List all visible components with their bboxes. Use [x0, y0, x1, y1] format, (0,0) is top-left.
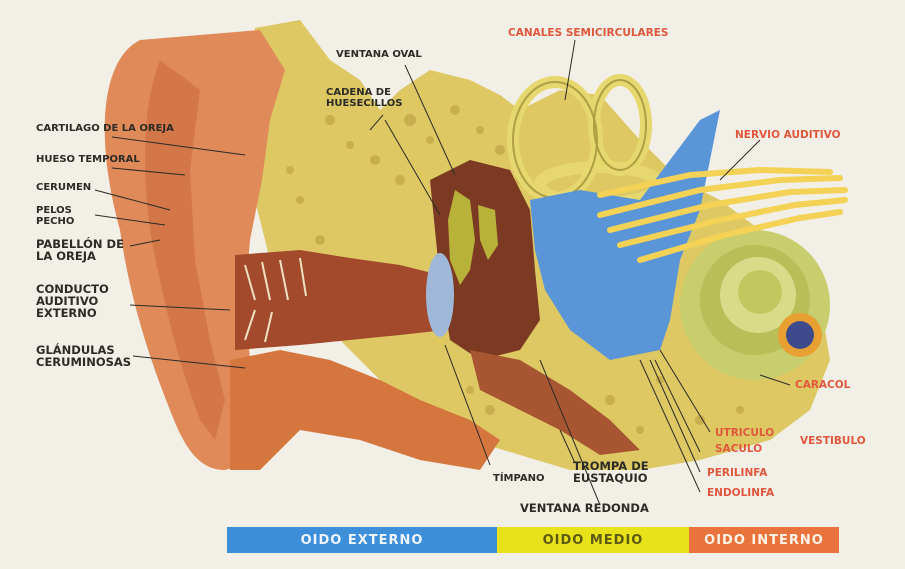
label-cartilago: CARTILAGO DE LA OREJA — [36, 124, 174, 135]
label-timpano: TÍMPANO — [493, 474, 545, 485]
label-pelos: PELOS PECHO — [36, 206, 96, 227]
eardrum — [426, 253, 454, 337]
label-ventana-redonda: VENTANA REDONDA — [520, 502, 649, 514]
label-endolinfa: ENDOLINFA — [707, 488, 774, 499]
label-nervio: NERVIO AUDITIVO — [735, 130, 841, 141]
label-pabellon: PABELLÓN DE LA OREJA — [36, 238, 136, 262]
label-conducto: CONDUCTO AUDITIVO EXTERNO — [36, 283, 116, 319]
label-trompa: TROMPA DE EUSTAQUIO — [573, 460, 658, 484]
band-oido-medio: OIDO MEDIO — [497, 527, 689, 553]
label-ventana-oval: VENTANA OVAL — [336, 50, 422, 61]
label-perilinfa: PERILINFA — [707, 468, 767, 479]
label-cadena: CADENA DE HUESECILLOS — [326, 88, 406, 109]
label-canales: CANALES SEMICIRCULARES — [508, 28, 668, 39]
cochlea — [680, 230, 830, 380]
label-saculo: SACULO — [715, 444, 762, 455]
label-hueso-temporal: HUESO TEMPORAL — [36, 155, 140, 166]
label-utriculo: UTRICULO — [715, 428, 774, 439]
band-oido-externo: OIDO EXTERNO — [227, 527, 497, 553]
label-caracol: CARACOL — [795, 380, 850, 391]
band-oido-interno: OIDO INTERNO — [689, 527, 839, 553]
label-vestibulo: VESTIBULO — [800, 436, 866, 447]
label-glandulas: GLÁNDULAS CERUMINOSAS — [36, 344, 141, 368]
label-cerumen: CERUMEN — [36, 183, 91, 194]
